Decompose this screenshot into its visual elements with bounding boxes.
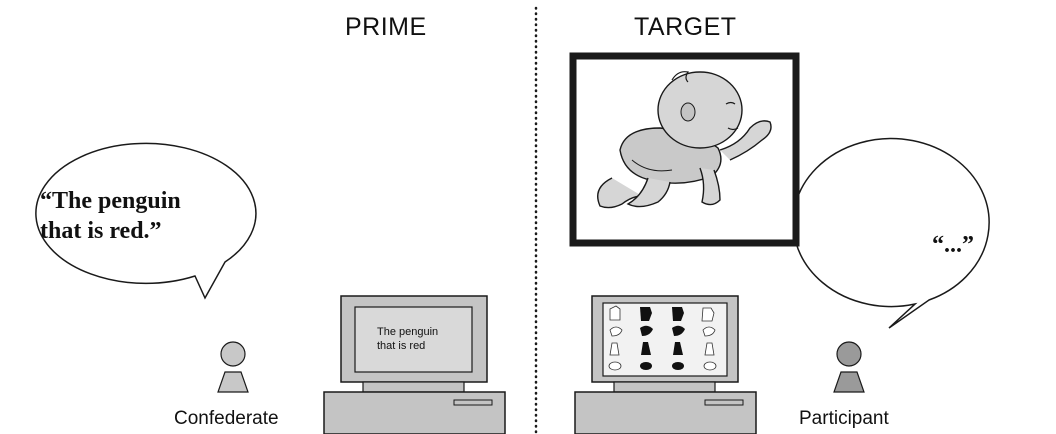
prime-screen-line-2: that is red: [377, 340, 426, 352]
target-computer-icon: [574, 295, 757, 434]
participant-label: Participant: [799, 408, 889, 429]
confederate-speech-bubble: [35, 142, 257, 300]
baby-icon: [597, 71, 772, 209]
participant-speech-bubble: [792, 137, 990, 329]
target-picture-frame: [569, 52, 800, 247]
prime-computer-icon: [323, 295, 506, 434]
confederate-speech-line-1: “The penguin: [40, 188, 181, 214]
confederate-person-icon: [217, 341, 249, 393]
picture-grid-thumbnails: [608, 305, 717, 371]
participant-speech: “...”: [932, 232, 974, 258]
target-heading: TARGET: [634, 13, 737, 41]
confederate-speech-line-2: that is red.”: [40, 218, 162, 244]
participant-person-icon: [833, 341, 865, 393]
prime-heading: PRIME: [345, 13, 427, 41]
prime-screen-line-1: The penguin: [377, 326, 439, 338]
confederate-label: Confederate: [174, 408, 279, 429]
